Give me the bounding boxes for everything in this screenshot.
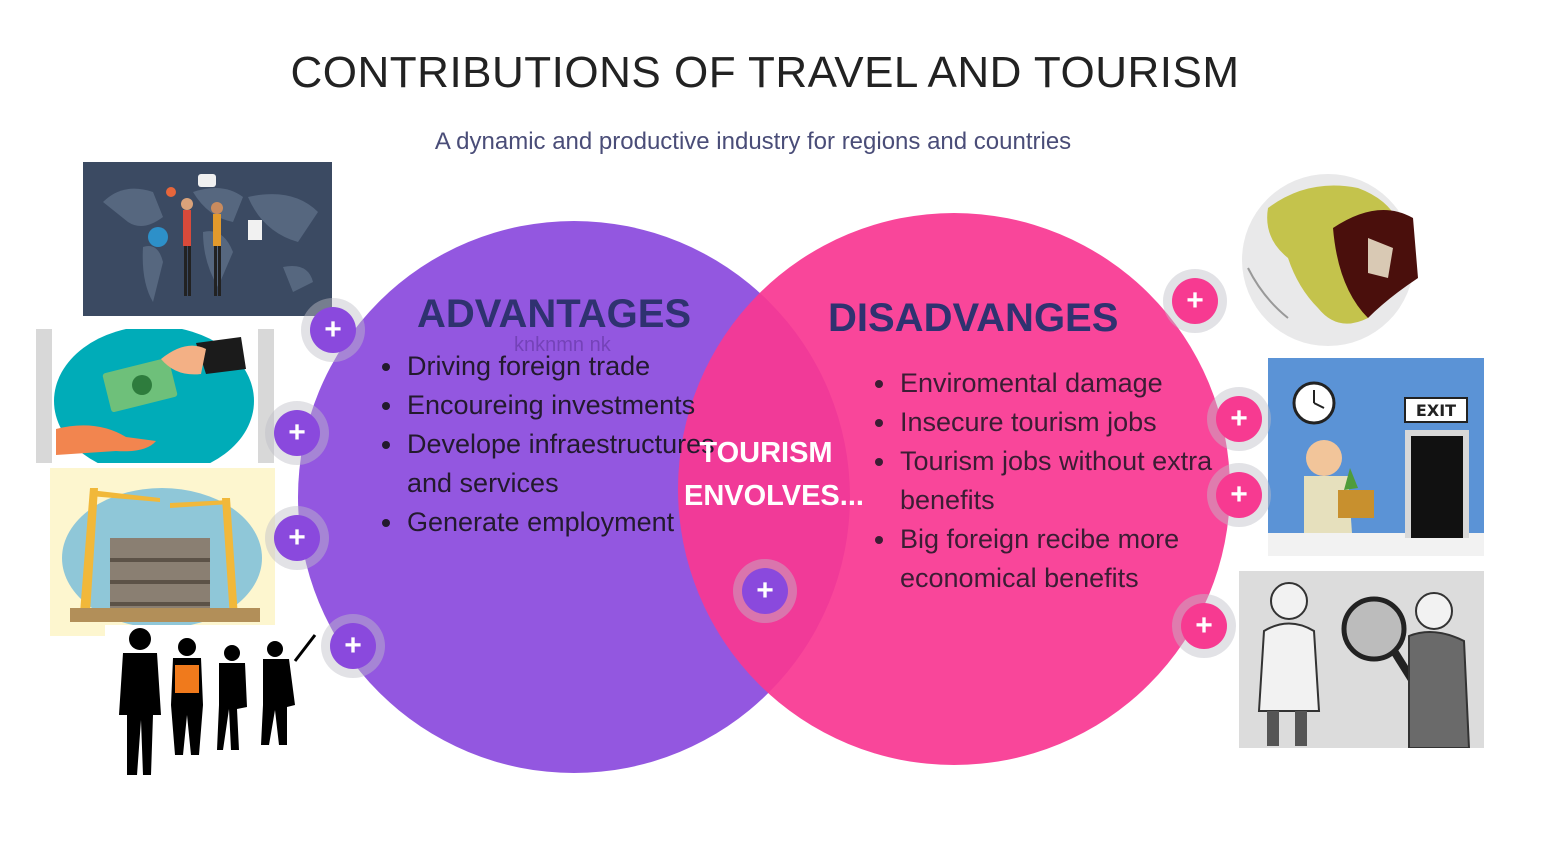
magnifier-cartoon-image [1239, 571, 1484, 748]
disadvantages-circle [678, 213, 1230, 765]
money-hands-image [36, 329, 274, 463]
advantage-item: Develope infraestructures and services [405, 425, 725, 503]
overlap-label-line1: TOURISM [699, 437, 833, 469]
plus-icon: + [742, 568, 788, 614]
disadvantage-item: Insecure tourism jobs [898, 403, 1228, 442]
expand-button[interactable]: + [265, 506, 329, 570]
plus-icon: + [1181, 603, 1227, 649]
advantages-list: Driving foreign trade Encoureing investm… [375, 347, 725, 542]
world-map-business-image [83, 162, 332, 316]
expand-button[interactable]: + [1163, 269, 1227, 333]
disadvantage-item: Tourism jobs without extra benefits [898, 442, 1228, 520]
expand-button[interactable]: + [321, 614, 385, 678]
expand-button[interactable]: + [1207, 463, 1271, 527]
expand-button[interactable]: + [1172, 594, 1236, 658]
expand-button[interactable]: + [265, 401, 329, 465]
overlap-label-line2: ENVOLVES... [684, 480, 864, 512]
plus-icon: + [1216, 472, 1262, 518]
expand-button[interactable]: + [301, 298, 365, 362]
plus-icon: + [310, 307, 356, 353]
plus-icon: + [1172, 278, 1218, 324]
disadvantages-list: Enviromental damage Insecure tourism job… [868, 364, 1228, 598]
workers-silhouettes-image [105, 625, 320, 780]
expand-button[interactable]: + [1207, 387, 1271, 451]
advantage-item: Generate employment [405, 503, 725, 542]
broken-earth-image [1228, 168, 1430, 346]
disadvantages-heading: DISADVANGES [828, 296, 1119, 340]
plus-icon: + [1216, 396, 1262, 442]
disadvantage-item: Enviromental damage [898, 364, 1228, 403]
plus-icon: + [330, 623, 376, 669]
plus-icon: + [274, 410, 320, 456]
advantages-heading: ADVANTAGES [417, 292, 692, 336]
expand-button[interactable]: + [733, 559, 797, 623]
page-title: CONTRIBUTIONS OF TRAVEL AND TOURISM [290, 48, 1240, 97]
page-subtitle: A dynamic and productive industry for re… [434, 128, 1072, 155]
disadvantage-item: Big foreign recibe more economical benef… [898, 520, 1228, 598]
plus-icon: + [274, 515, 320, 561]
office-exit-image: EXIT [1268, 358, 1484, 556]
advantage-item: Encoureing investments [405, 386, 725, 425]
construction-building-image [50, 468, 275, 636]
advantage-item: Driving foreign trade [405, 347, 725, 386]
advantages-watermark: knknmn nk [514, 334, 611, 356]
overlap-label: TOURISM ENVOLVES... [684, 432, 864, 518]
exit-sign-text: EXIT [1416, 401, 1456, 420]
